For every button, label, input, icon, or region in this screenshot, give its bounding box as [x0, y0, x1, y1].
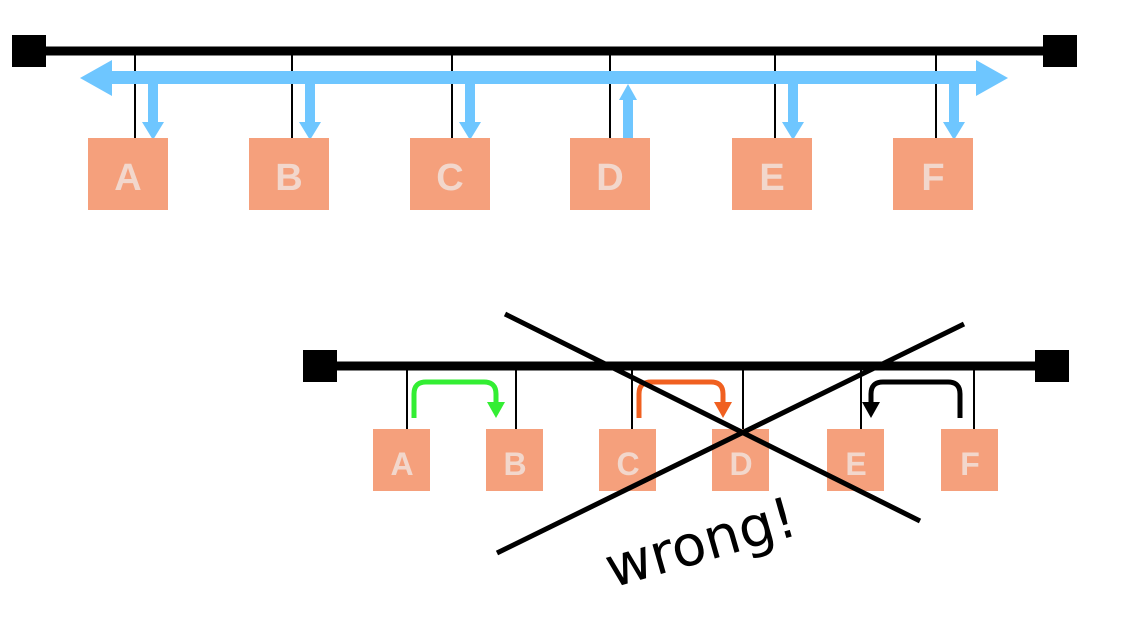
bottom-bus-terminator-left: [303, 350, 337, 382]
top-node-box: [88, 138, 168, 210]
bottom-node-label: C: [616, 446, 639, 482]
cross-line-1: [503, 311, 922, 524]
top-drop-b: [299, 80, 321, 140]
bottom-node-e: E: [827, 429, 884, 491]
bottom-node-a: A: [373, 429, 430, 491]
top-node-d: D: [570, 138, 650, 210]
transfer-arrow-c-to-d: [636, 379, 732, 418]
bottom-node-f: F: [941, 429, 998, 491]
bottom-node-b: B: [486, 429, 543, 491]
top-node-box: [732, 138, 812, 210]
top-node-label: B: [275, 157, 302, 199]
bottom-node-d: D: [712, 429, 769, 491]
top-node-b: B: [249, 138, 329, 210]
bottom-transfer-arrows: [411, 379, 963, 418]
top-node-label: C: [436, 157, 463, 199]
top-drop-e: [782, 80, 804, 140]
top-node-box: [893, 138, 973, 210]
bottom-node-box: [486, 429, 543, 491]
transfer-arrow-a-to-b: [411, 379, 505, 418]
top-node-e: E: [732, 138, 812, 210]
top-node-label: E: [759, 157, 784, 199]
top-nodes: A B C D E F: [88, 138, 973, 210]
cross-line-2: [495, 321, 966, 556]
top-drop-a: [142, 80, 164, 140]
bottom-node-label: A: [390, 446, 413, 482]
bottom-node-label: B: [503, 446, 526, 482]
bottom-node-label: D: [729, 446, 752, 482]
bottom-node-box: [941, 429, 998, 491]
top-bus-diagram: A B C D E F: [12, 35, 1077, 210]
bottom-nodes: A B C D E F: [373, 429, 998, 491]
top-node-label: D: [596, 157, 623, 199]
top-bus-terminator-right: [1043, 35, 1077, 67]
top-bus-terminator-left: [12, 35, 46, 67]
top-drop-c: [459, 80, 481, 140]
broadcast-arrow: [80, 60, 1008, 96]
top-drop-f: [943, 80, 965, 140]
top-node-box: [410, 138, 490, 210]
top-node-stubs: [134, 55, 937, 140]
bottom-bus-diagram: A B C D E F wrong!: [303, 311, 1069, 601]
top-node-c: C: [410, 138, 490, 210]
top-node-drops: [142, 80, 965, 140]
bottom-bus-terminator-right: [1035, 350, 1069, 382]
transfer-arrow-f-to-e: [862, 379, 963, 418]
top-node-label: A: [114, 157, 141, 199]
wrong-label: wrong!: [598, 485, 804, 601]
bottom-node-c: C: [599, 429, 656, 491]
bottom-node-stubs: [406, 370, 975, 430]
top-drop-d: [619, 84, 637, 138]
bottom-node-box: [373, 429, 430, 491]
top-node-a: A: [88, 138, 168, 210]
bottom-node-label: F: [960, 446, 980, 482]
top-node-box: [249, 138, 329, 210]
top-node-label: F: [921, 157, 944, 199]
bottom-node-label: E: [845, 446, 866, 482]
top-node-f: F: [893, 138, 973, 210]
top-node-box: [570, 138, 650, 210]
